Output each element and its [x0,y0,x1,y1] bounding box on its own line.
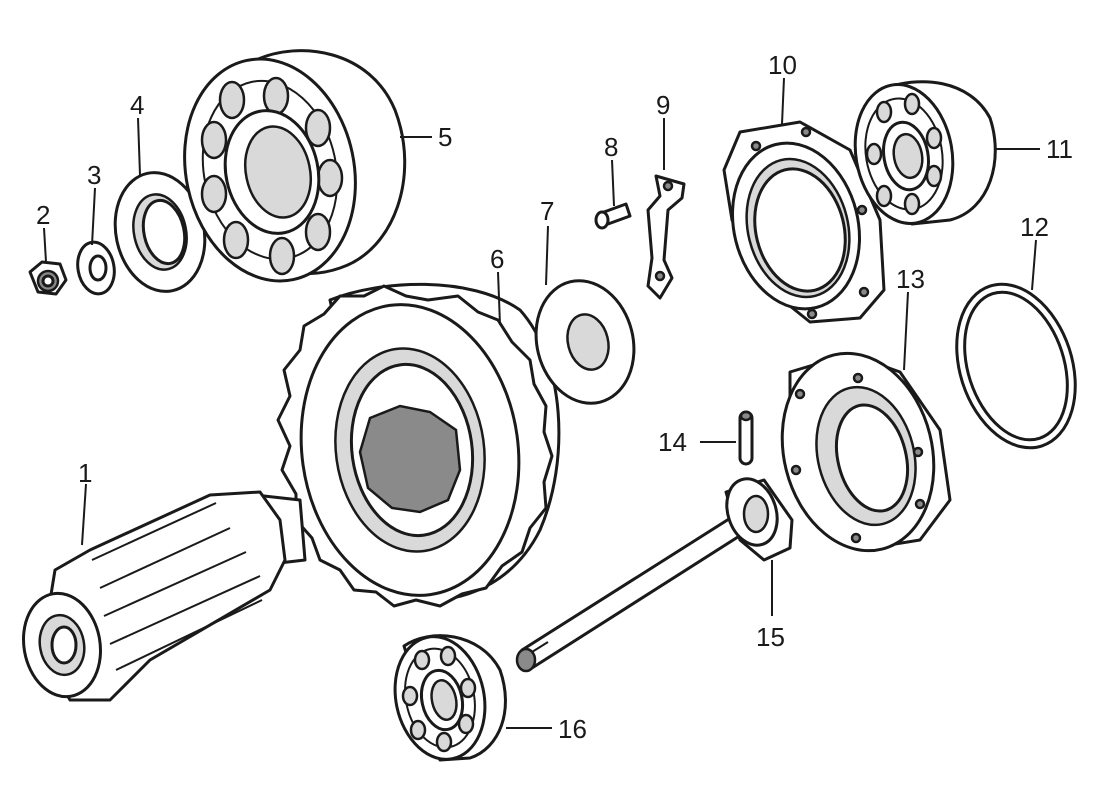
callout-15: 15 [756,622,785,652]
part-6-spur-gear [276,282,561,608]
callout-11: 11 [1046,134,1073,164]
callout-13: 13 [896,264,925,294]
leader-lines [43,77,1040,729]
part-2-hex-nut [28,260,68,296]
pinion-teeth [91,502,263,671]
callout-12: 12 [1020,212,1049,242]
part-8-bolt [594,202,632,230]
part-1-pinion-shaft [22,490,307,702]
part-14-dowel-pin [738,410,754,466]
part-11-roller-bearing [853,80,997,226]
part-12-o-ring [955,282,1077,450]
part-9-lock-plate [646,174,686,300]
callout-16: 16 [558,714,587,744]
callout-1: 1 [78,458,92,488]
part-15-idler-shaft [515,477,794,673]
part-3-lock-washer [76,240,116,296]
part-7-flat-washer [534,279,636,405]
callout-5: 5 [438,122,452,152]
bearing-rollers [200,76,344,276]
bearing-16-rollers [401,645,477,753]
part-13-housing-flange [780,351,952,553]
callout-7: 7 [540,196,554,226]
callout-9: 9 [656,90,670,120]
part-16-roller-bearing [393,634,507,762]
part-5-roller-bearing [183,49,407,283]
callout-3: 3 [87,160,101,190]
callout-8: 8 [604,132,618,162]
part-10-retainer-plate [722,120,886,324]
callout-4: 4 [130,90,144,120]
callout-labels: 1 2 3 4 5 6 7 8 9 10 11 12 13 14 15 16 [36,50,1073,744]
callout-2: 2 [36,200,50,230]
part-4-thrust-washer [113,171,207,293]
small-bearing-rollers [865,92,943,216]
callout-10: 10 [768,50,797,80]
callout-14: 14 [658,427,687,457]
callout-6: 6 [490,244,504,274]
